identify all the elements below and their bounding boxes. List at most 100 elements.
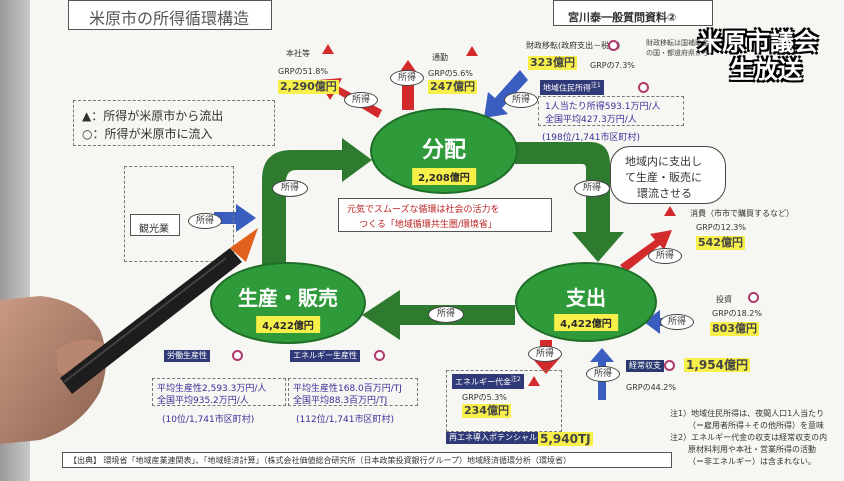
- note2-line1: 注2）エネルギー代金の収支は経常収支の内: [670, 433, 828, 442]
- note2-line3: （＝非エネルギー）は含まれない。: [688, 457, 816, 466]
- doc-ref: 宮川泰一般質問資料②: [568, 11, 677, 24]
- inflow-marker-zaisan: [608, 40, 619, 51]
- energy-productivity-rank: (112位/1,741市区町村): [296, 415, 394, 425]
- labor-productivity-line2: 全国平均935.2万円/人: [157, 396, 249, 406]
- energy-cost-note-ref: 注2: [511, 376, 521, 383]
- legend-inflow: ○：所得が米原市に流入: [82, 127, 213, 141]
- arrow-distribution-to-expenditure: [515, 142, 624, 262]
- flow-label-keijo: 所得: [586, 366, 620, 382]
- honsha-value: 2,290億円: [278, 80, 339, 94]
- expenditure-value: 4,422億円: [554, 314, 618, 331]
- callout-line2: て生産・販売に: [625, 171, 702, 184]
- zaisan-note: 財政移転は国補助金: [646, 39, 709, 47]
- zaisan-grp: GRPの7.3%: [590, 61, 635, 70]
- arrow-inflow-zaisan: [484, 70, 528, 118]
- energy-cost-value: 234億円: [462, 404, 511, 418]
- outflow-marker-energy: [528, 376, 540, 386]
- outflow-marker-tsukin: [466, 46, 478, 56]
- zaisan-value: 323億円: [528, 56, 577, 70]
- honsha-grp: GRPの51.8%: [278, 67, 328, 76]
- flow-label-bottom: 所得: [428, 306, 464, 323]
- page-title: 米原市の所得循環構造: [89, 9, 250, 28]
- energy-cost-box: [446, 370, 562, 432]
- energy-cost-grp: GRPの5.3%: [462, 393, 507, 402]
- tourism-label: 観光業: [139, 224, 169, 235]
- toshi-value: 803億円: [710, 322, 759, 336]
- broadcast-overlay-line1: 米原市議会: [698, 28, 818, 56]
- tourism-box: [124, 166, 234, 262]
- keijo-grp: GRPの44.2%: [626, 383, 676, 392]
- arrow-production-to-distribution: [262, 138, 372, 268]
- distribution-title: 分配: [421, 138, 466, 163]
- zaisan-note2: の国・都道府県から: [646, 49, 709, 57]
- source-box: 【出典】 環境省「地域産業連関表」、「地域経済計算」（株式会社価値総合研究所（日…: [62, 452, 672, 468]
- toshi-grp: GRPの18.2%: [712, 309, 762, 318]
- energy-productivity-line1: 平均生産性168.0百万円/TJ: [293, 384, 402, 394]
- tsukin-value: 247億円: [428, 80, 477, 94]
- center-message-line2: つくる「地域循環共生圏/環境省」: [359, 220, 497, 230]
- inflow-marker-labor: [232, 350, 243, 361]
- distribution-node: 分配 2,208億円: [370, 108, 518, 194]
- production-value: 4,422億円: [256, 316, 320, 333]
- production-node: 生産・販売 4,422億円: [210, 262, 366, 344]
- resident-income-rank: (198位/1,741市区町村): [542, 133, 640, 143]
- inflow-marker-resident: [638, 82, 649, 93]
- note1-line2: （＝雇用者所得＋その他所得）を意味: [688, 421, 824, 430]
- labor-productivity-box: 平均生産性2,593.3万円/人 全国平均935.2万円/人: [152, 378, 286, 406]
- shohi-grp: GRPの12.3%: [696, 223, 746, 232]
- flow-label-left: 所得: [272, 180, 308, 197]
- labor-productivity-label: 労働生産性: [164, 350, 210, 362]
- doc-ref-box: 宮川泰一般質問資料②: [553, 0, 713, 26]
- flow-label-zaisan: 所得: [504, 92, 538, 108]
- tsukin-grp: GRPの5.6%: [428, 69, 473, 78]
- legend-box: ▲：所得が米原市から流出 ○：所得が米原市に流入: [73, 100, 275, 146]
- callout-bubble: 地域内に支出し て生産・販売に 環流させる: [610, 146, 726, 204]
- zaisan-label: 財政移転(政府支出－税金): [526, 41, 621, 50]
- production-title: 生産・販売: [238, 286, 338, 310]
- outflow-marker-shohi: [664, 206, 676, 216]
- labor-productivity-rank: (10位/1,741市区町村): [162, 415, 255, 425]
- energy-cost-label-text: エネルギー代金: [455, 377, 511, 387]
- energy-productivity-label: エネルギー生産性: [290, 350, 360, 362]
- callout-line1: 地域内に支出し: [625, 155, 702, 168]
- title-box: 米原市の所得循環構造: [68, 0, 272, 30]
- arrow-inflow-kanko: [214, 204, 256, 232]
- note2-line2: 原材料利用や本社・営業所得の活動: [688, 445, 816, 454]
- tsukin-label: 通勤: [432, 53, 448, 62]
- center-message-box: 元気でスムーズな循環は社会の活力を つくる「地域循環共生圏/環境省」: [338, 198, 552, 232]
- energy-productivity-box: 平均生産性168.0百万円/TJ 全国平均88.3百万円/TJ: [288, 378, 418, 406]
- shohi-value: 542億円: [696, 236, 745, 250]
- flow-label-energy: 所得: [528, 346, 562, 362]
- callout-line3: 環流させる: [637, 187, 692, 200]
- shohi-label: 消費（市市で購買するなど）: [690, 209, 794, 218]
- keijo-value: 1,954億円: [684, 358, 750, 372]
- legend-outflow: ▲：所得が米原市から流出: [82, 109, 224, 123]
- expenditure-title: 支出: [566, 286, 606, 310]
- inflow-marker-toshi: [748, 292, 759, 303]
- inflow-marker-keijo: [664, 360, 675, 371]
- source-text: 【出典】 環境省「地域産業連関表」、「地域経済計算」（株式会社価値総合研究所（日…: [69, 456, 572, 465]
- resident-income-line1: 1人当たり所得593.1万円/人: [545, 102, 661, 112]
- flow-label-tsukin: 所得: [390, 70, 424, 86]
- resident-income-line2: 全国平均427.3万円/人: [545, 115, 637, 125]
- flow-label-honsha: 所得: [344, 92, 378, 108]
- flow-label-kanko: 所得: [188, 213, 222, 229]
- keijo-label: 経常収支: [626, 360, 664, 372]
- center-message-line1: 元気でスムーズな循環は社会の活力を: [347, 205, 500, 215]
- expenditure-node: 支出 4,422億円: [515, 262, 657, 342]
- resident-income-label-text: 地域住民所得: [543, 83, 591, 93]
- flow-label-shohi: 所得: [648, 248, 682, 264]
- resident-income-box: 1人当たり所得593.1万円/人 全国平均427.3万円/人: [538, 96, 684, 126]
- resident-income-note-ref: 注1: [591, 82, 601, 89]
- outflow-marker-honsha: [322, 44, 334, 54]
- labor-productivity-line1: 平均生産性2,593.3万円/人: [157, 384, 267, 394]
- renewable-potential-value: 5,940TJ: [538, 432, 593, 446]
- inflow-marker-energy-productivity: [374, 350, 385, 361]
- flow-label-right: 所得: [574, 180, 610, 197]
- honsha-label: 本社等: [286, 49, 310, 58]
- flow-label-toshi: 所得: [660, 314, 694, 330]
- note1-line1: 注1）地域住民所得は、夜間人口1人当たり: [670, 409, 825, 418]
- toshi-label: 投資: [716, 295, 732, 304]
